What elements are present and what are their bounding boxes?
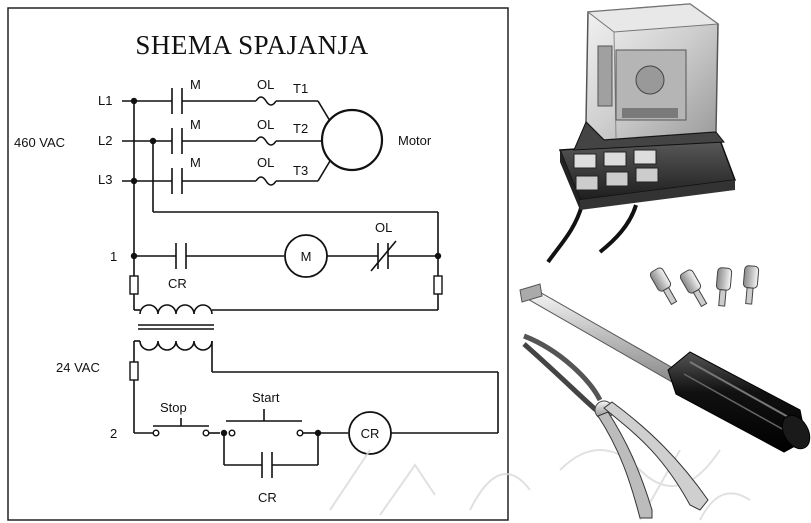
- control-voltage-label: 24 VAC: [56, 360, 100, 375]
- start-button-label: Start: [252, 390, 280, 405]
- fuse-left: [129, 275, 139, 295]
- node-1-label: 1: [110, 249, 117, 264]
- schematic-frame: [7, 7, 509, 521]
- stop-button-label: Stop: [160, 400, 187, 415]
- line-label-l2: L2: [98, 133, 112, 148]
- motor-label: Motor: [398, 133, 432, 148]
- line-label-l3: L3: [98, 172, 112, 187]
- relay-coil-label: CR: [361, 426, 380, 441]
- fuse-control: [129, 361, 139, 381]
- terminal-t3-label: T3: [293, 163, 308, 178]
- watermark: [329, 449, 751, 521]
- contact-m-1-label: M: [190, 77, 201, 92]
- schematic-title: SHEMA SPAJANJA: [135, 30, 368, 60]
- node-2-label: 2: [110, 426, 117, 441]
- contact-m-3-label: M: [190, 155, 201, 170]
- schematic: SHEMA SPAJANJA 460 VAC L1 L2 L3 M: [7, 7, 509, 521]
- contact-m-2-label: M: [190, 117, 201, 132]
- needle-nose-pliers: [522, 333, 709, 519]
- holding-contact-label: CR: [258, 490, 277, 505]
- overload-1-label: OL: [257, 77, 274, 92]
- overload-3-label: OL: [257, 155, 274, 170]
- cr-contact-label: CR: [168, 276, 187, 291]
- line-label-l1: L1: [98, 93, 112, 108]
- control-transformer: [134, 304, 214, 351]
- starter-coil-label: M: [301, 249, 312, 264]
- screwdriver: [519, 283, 811, 453]
- overload-2-label: OL: [257, 117, 274, 132]
- terminal-t1-label: T1: [293, 81, 308, 96]
- overload-contact-label: OL: [375, 220, 392, 235]
- supply-voltage-label: 460 VAC: [14, 135, 65, 150]
- relay-image: [546, 3, 737, 264]
- tools-image: [519, 265, 811, 519]
- fuse-right: [433, 275, 443, 295]
- crimp-terminals: [649, 265, 760, 308]
- motor-symbol: [320, 108, 384, 172]
- terminal-t2-label: T2: [293, 121, 308, 136]
